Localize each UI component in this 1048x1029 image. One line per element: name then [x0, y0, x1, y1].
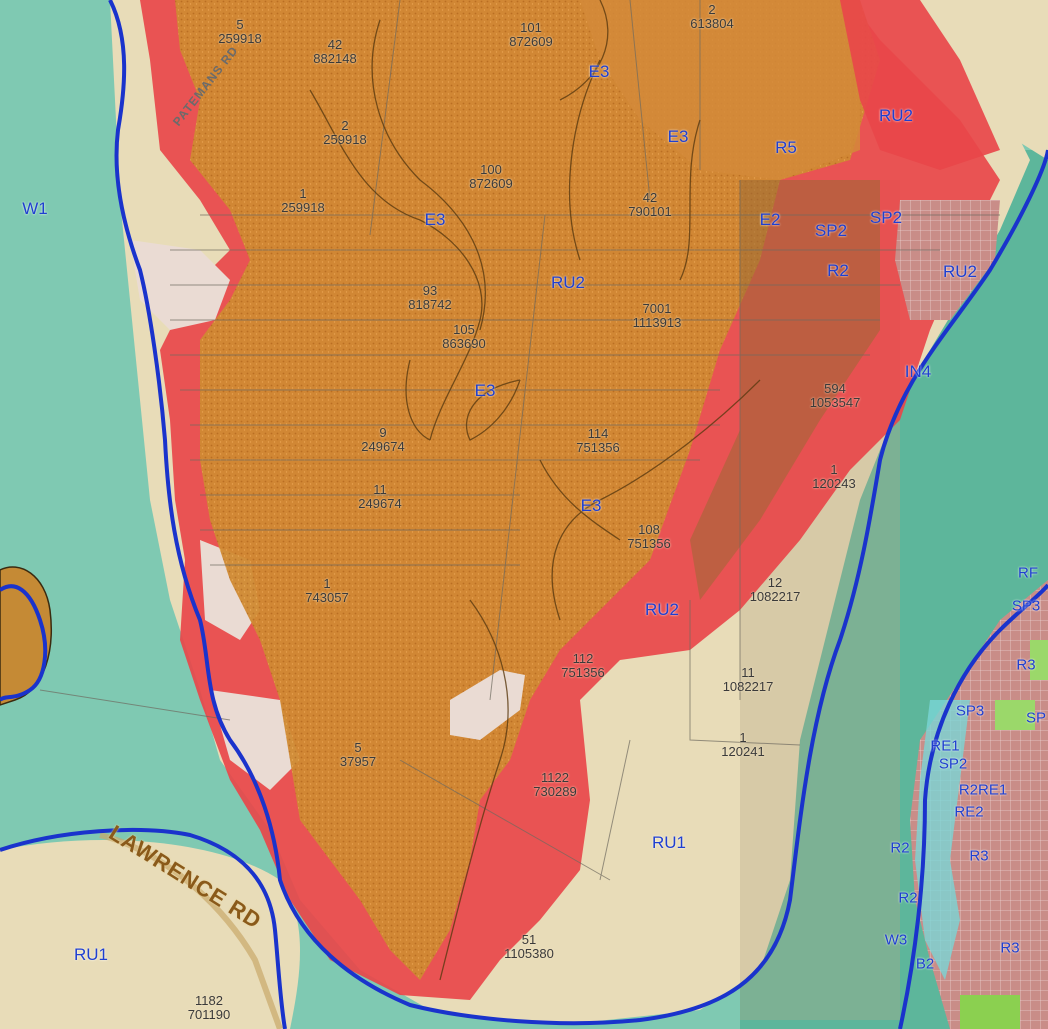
zone-label-ru1-b: RU1	[73, 945, 109, 964]
bushfire-buffer-northeast	[840, 0, 1000, 170]
zone-label-ru2-right: RU2	[942, 262, 978, 281]
vegetation-northeast	[580, 0, 860, 180]
zone-boundaries	[309, 0, 761, 981]
zone-label-r3-b: R3	[969, 847, 989, 865]
zone-label-sp2-b: SP2	[869, 208, 903, 227]
zone-label-rf: RF	[1018, 564, 1038, 582]
residential-east-top	[895, 200, 1000, 320]
zone-label-r3-a: R3	[1016, 656, 1036, 674]
zone-label-e3-a: E3	[588, 62, 610, 81]
zone-label-re1-a: RE1	[930, 737, 960, 755]
green-lot-b	[960, 995, 1020, 1029]
green-lot-a	[995, 700, 1035, 730]
zone-label-in4: IN4	[904, 362, 932, 381]
zone-label-w3: W3	[884, 931, 908, 949]
zone-label-sp-a: SP	[1025, 709, 1047, 727]
zone-label-ru2-mid: RU2	[550, 273, 586, 292]
zone-label-r2-c: R2	[898, 889, 918, 907]
lot-boundaries	[39, 0, 1000, 881]
zone-label-sp3-a: SP3	[955, 702, 985, 720]
zone-label-r2re1: R2RE1	[958, 781, 1008, 799]
bushfire-vegetation	[175, 0, 880, 980]
zone-label-ru2-top: RU2	[878, 106, 914, 125]
zone-label-r3-c: R3	[1000, 939, 1020, 957]
zone-label-b2: B2	[915, 955, 935, 973]
zone-label-w1: W1	[22, 199, 48, 218]
zone-label-sp3-b: SP3	[1011, 597, 1041, 615]
green-lot-c	[1030, 640, 1048, 680]
zone-label-e3-b: E3	[667, 127, 689, 146]
zone-label-e3-c: E3	[424, 210, 446, 229]
cleared-patch-south	[210, 690, 300, 790]
zone-label-r2-a: R2	[827, 261, 849, 280]
rural-land-southwest	[0, 840, 300, 1029]
lawrence-road-line	[99, 832, 283, 1029]
zone-label-e3-d: E3	[474, 381, 496, 400]
zone-label-re2: RE2	[954, 803, 984, 821]
zone-label-ru2-low: RU2	[644, 600, 680, 619]
zone-label-sp2-a: SP2	[814, 221, 848, 240]
zone-label-e3-e: E3	[580, 496, 602, 515]
zone-label-ru1-a: RU1	[651, 833, 687, 852]
zone-label-e2: E2	[759, 210, 781, 229]
zone-label-sp2-c: SP2	[938, 755, 968, 773]
zone-label-r2-b: R2	[890, 839, 910, 857]
zone-label-r5: R5	[775, 138, 797, 157]
